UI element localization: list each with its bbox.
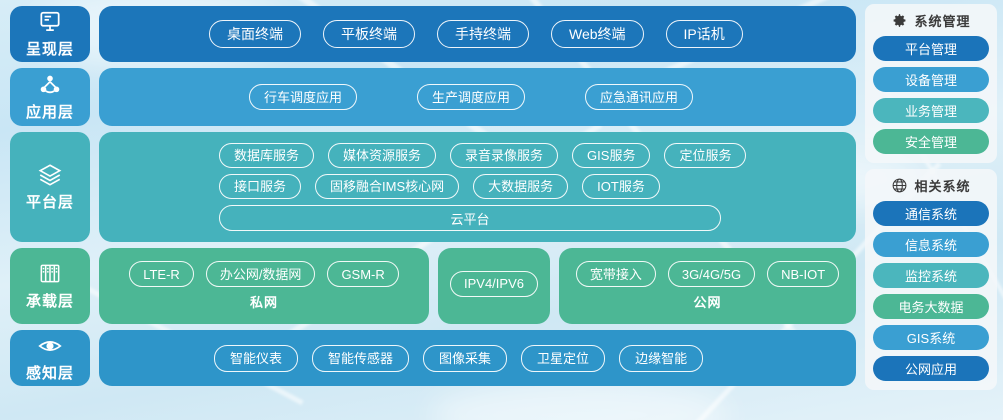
bearer-caption-public: 公网 xyxy=(693,295,722,310)
chip-smart-sensor[interactable]: 智能传感器 xyxy=(312,344,410,372)
panel-title: 相关系统 xyxy=(914,179,971,194)
chip-nb-iot[interactable]: NB-IOT xyxy=(767,261,840,287)
chip-row-public: 宽带接入 3G/4G/5G NB-IOT xyxy=(575,261,840,287)
platform-service-row-2: 接口服务 固移融合IMS核心网 大数据服务 IOT服务 xyxy=(109,174,846,199)
chip-row-private: LTE-R 办公网/数据网 GSM-R xyxy=(129,261,399,287)
layers-icon xyxy=(38,164,62,186)
layer-tag-label: 感知层 xyxy=(25,365,74,382)
chip-train-dispatch-app[interactable]: 行车调度应用 xyxy=(249,84,358,110)
layer-body-application: 行车调度应用 生产调度应用 应急通讯应用 xyxy=(99,68,856,126)
side-item-monitoring-system[interactable]: 监控系统 xyxy=(873,263,989,288)
chip-production-dispatch-app[interactable]: 生产调度应用 xyxy=(417,84,526,110)
chip-edge-intelligence[interactable]: 边缘智能 xyxy=(619,344,704,372)
side-item-public-network-app[interactable]: 公网应用 xyxy=(873,356,989,381)
chip-broadband-access[interactable]: 宽带接入 xyxy=(575,261,656,287)
chip-recording-service[interactable]: 录音录像服务 xyxy=(450,143,559,168)
layer-row-application: 应用层 行车调度应用 生产调度应用 应急通讯应用 xyxy=(10,68,856,126)
layer-tag-application[interactable]: 应用层 xyxy=(10,68,90,126)
layer-body-presentation: 桌面终端 平板终端 手持终端 Web终端 IP话机 xyxy=(99,6,856,62)
chip-office-data-network[interactable]: 办公网/数据网 xyxy=(205,261,316,287)
panel-related-systems: 相关系统 通信系统 信息系统 监控系统 电务大数据 GIS系统 公网应用 xyxy=(865,169,997,390)
chip-cloud-platform[interactable]: 云平台 xyxy=(219,205,721,231)
layer-body-platform: 数据库服务 媒体资源服务 录音录像服务 GIS服务 定位服务 接口服务 固移融合… xyxy=(99,132,856,242)
chip-row-middle: IPV4/IPV6 xyxy=(450,270,538,297)
layer-stack: 呈现层 桌面终端 平板终端 手持终端 Web终端 IP话机 xyxy=(10,6,856,386)
chip-satellite-positioning[interactable]: 卫星定位 xyxy=(521,344,606,372)
chip-positioning-service[interactable]: 定位服务 xyxy=(664,143,747,168)
panel-system-management: 系统管理 平台管理 设备管理 业务管理 安全管理 xyxy=(865,4,997,163)
chip-3g-4g-5g[interactable]: 3G/4G/5G xyxy=(667,261,756,287)
layer-tag-platform[interactable]: 平台层 xyxy=(10,132,90,242)
panel-header-system-management: 系统管理 xyxy=(873,11,989,30)
chip-emergency-comm-app[interactable]: 应急通讯应用 xyxy=(585,84,694,110)
chip-media-resource-service[interactable]: 媒体资源服务 xyxy=(328,143,437,168)
eye-icon xyxy=(38,341,62,351)
bearer-caption-private: 私网 xyxy=(249,295,278,310)
chip-smart-meter[interactable]: 智能仪表 xyxy=(214,344,299,372)
chip-bigdata-service[interactable]: 大数据服务 xyxy=(473,174,569,199)
chip-ims-core-network[interactable]: 固移融合IMS核心网 xyxy=(315,174,460,199)
side-item-railway-bigdata[interactable]: 电务大数据 xyxy=(873,294,989,319)
chip-database-service[interactable]: 数据库服务 xyxy=(219,143,315,168)
gear-icon xyxy=(894,14,906,27)
layer-tag-presentation[interactable]: 呈现层 xyxy=(10,6,90,62)
panel-title: 系统管理 xyxy=(914,14,971,29)
chip-image-capture[interactable]: 图像采集 xyxy=(423,344,508,372)
layer-tag-label: 平台层 xyxy=(25,194,74,211)
chip-gis-service[interactable]: GIS服务 xyxy=(572,143,651,168)
chip-gsm-r[interactable]: GSM-R xyxy=(327,261,399,287)
layer-body-bearer: LTE-R 办公网/数据网 GSM-R 私网 IPV4/IPV6 宽带接入 3 xyxy=(99,248,856,324)
side-item-device-management[interactable]: 设备管理 xyxy=(873,67,989,92)
chip-row-sensing: 智能仪表 智能传感器 图像采集 卫星定位 边缘智能 xyxy=(99,344,704,372)
monitor-icon xyxy=(40,11,60,31)
layer-row-platform: 平台层 数据库服务 媒体资源服务 录音录像服务 GIS服务 定位服务 接口服务 … xyxy=(10,132,856,242)
chip-web-terminal[interactable]: Web终端 xyxy=(551,20,644,48)
bearer-group-private: LTE-R 办公网/数据网 GSM-R 私网 xyxy=(99,248,429,324)
chip-ipv4-ipv6[interactable]: IPV4/IPV6 xyxy=(450,270,538,297)
side-item-gis-system[interactable]: GIS系统 xyxy=(873,325,989,350)
panel-header-related-systems: 相关系统 xyxy=(873,176,989,195)
side-item-information-system[interactable]: 信息系统 xyxy=(873,232,989,257)
chip-row-application: 行车调度应用 生产调度应用 应急通讯应用 xyxy=(99,84,694,110)
layer-row-presentation: 呈现层 桌面终端 平板终端 手持终端 Web终端 IP话机 xyxy=(10,6,856,62)
side-item-platform-management[interactable]: 平台管理 xyxy=(873,36,989,61)
chip-tablet-terminal[interactable]: 平板终端 xyxy=(323,20,415,48)
side-item-security-management[interactable]: 安全管理 xyxy=(873,129,989,154)
layer-body-sensing: 智能仪表 智能传感器 图像采集 卫星定位 边缘智能 xyxy=(99,330,856,386)
side-panels: 系统管理 平台管理 设备管理 业务管理 安全管理 相关系统 通信系统 信息系统 … xyxy=(865,4,997,390)
layer-tag-label: 承载层 xyxy=(25,293,74,310)
chip-interface-service[interactable]: 接口服务 xyxy=(219,174,302,199)
platform-service-row-1: 数据库服务 媒体资源服务 录音录像服务 GIS服务 定位服务 xyxy=(109,143,846,168)
chip-ip-phone[interactable]: IP话机 xyxy=(665,20,743,48)
bearer-group-middle: IPV4/IPV6 xyxy=(438,248,550,324)
side-item-communication-system[interactable]: 通信系统 xyxy=(873,201,989,226)
layer-row-bearer: 承载层 LTE-R 办公网/数据网 GSM-R 私网 IPV4/IPV6 xyxy=(10,248,856,324)
chip-desktop-terminal[interactable]: 桌面终端 xyxy=(209,20,301,48)
layer-tag-bearer[interactable]: 承载层 xyxy=(10,248,90,324)
server-rack-icon xyxy=(40,264,60,283)
layer-tag-sensing[interactable]: 感知层 xyxy=(10,330,90,386)
chip-row-presentation: 桌面终端 平板终端 手持终端 Web终端 IP话机 xyxy=(99,20,743,48)
side-item-business-management[interactable]: 业务管理 xyxy=(873,98,989,123)
chip-handheld-terminal[interactable]: 手持终端 xyxy=(437,20,529,48)
layer-tag-label: 呈现层 xyxy=(25,41,74,58)
layer-tag-label: 应用层 xyxy=(25,104,74,121)
chip-iot-service[interactable]: IOT服务 xyxy=(582,174,660,199)
layer-row-sensing: 感知层 智能仪表 智能传感器 图像采集 卫星定位 边缘智能 xyxy=(10,330,856,386)
bearer-group-public: 宽带接入 3G/4G/5G NB-IOT 公网 xyxy=(558,248,856,324)
chip-lte-r[interactable]: LTE-R xyxy=(129,261,194,287)
globe-icon xyxy=(893,178,907,193)
network-nodes-icon xyxy=(40,75,60,94)
